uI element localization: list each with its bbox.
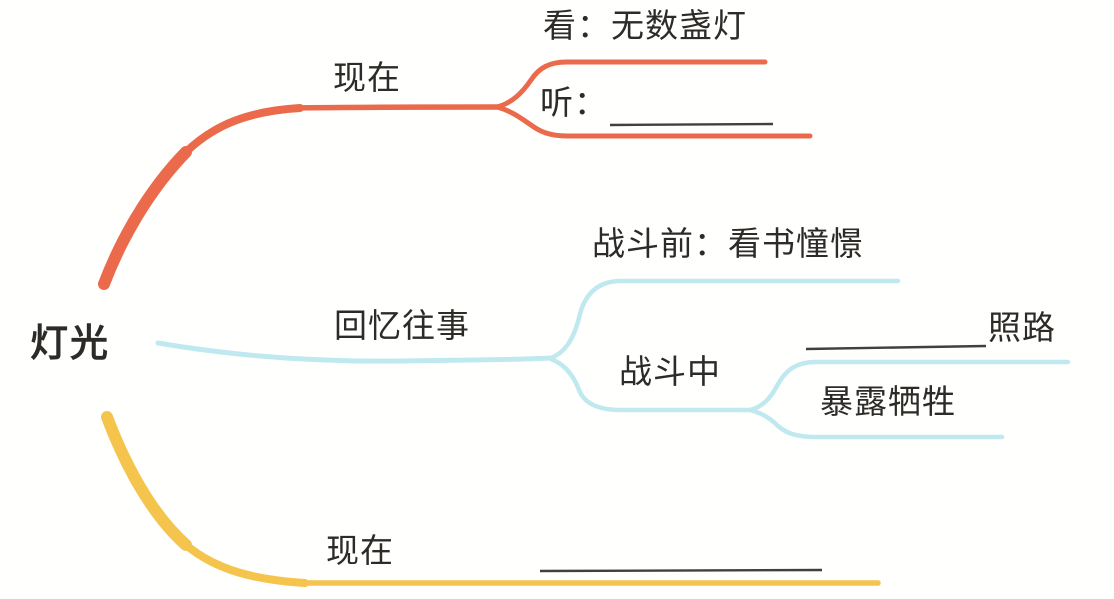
node-see-label: 看：无数盏灯 xyxy=(543,6,747,45)
node-during-battle-label: 战斗中 xyxy=(619,352,721,391)
branch-top-child-listen-line xyxy=(494,104,813,139)
branch-top-trunk-thick xyxy=(98,146,192,290)
branch-middle-lines xyxy=(155,278,1071,440)
branch-middle-label: 回忆往事 xyxy=(334,306,470,345)
branch-top-trunk-mid xyxy=(182,104,304,156)
node-exposed-sacrifice-label: 暴露牺牲 xyxy=(820,382,956,421)
root-node-label: 灯光 xyxy=(30,321,111,365)
branch-bottom-label: 现在 xyxy=(326,531,394,570)
branch-bottom-trunk-thick xyxy=(101,411,192,551)
branch-top-child-see-line xyxy=(494,59,768,110)
blank-underlines xyxy=(539,122,987,573)
branch-top-label: 现在 xyxy=(333,58,401,97)
node-before-battle-label: 战斗前：看书憧憬 xyxy=(592,224,864,263)
during-battle-child-light-road-line xyxy=(747,359,1071,413)
branch-bottom-lines xyxy=(101,411,881,587)
branch-middle-child-during-battle-line xyxy=(548,356,753,413)
node-listen-label: 听： xyxy=(540,83,608,122)
branch-middle-child-before-battle-line xyxy=(548,278,901,361)
blank-line-light-road xyxy=(805,344,987,351)
branch-middle-trunk xyxy=(155,340,554,364)
branch-top-lines xyxy=(98,59,813,290)
blank-line-listen xyxy=(609,122,774,127)
node-light-road-label: 照路 xyxy=(988,308,1056,347)
branch-bottom-trunk-mid xyxy=(182,541,309,587)
during-battle-child-sacrifice-line xyxy=(747,407,1005,440)
branch-top-trunk xyxy=(289,104,500,111)
blank-line-bottom xyxy=(539,568,823,573)
